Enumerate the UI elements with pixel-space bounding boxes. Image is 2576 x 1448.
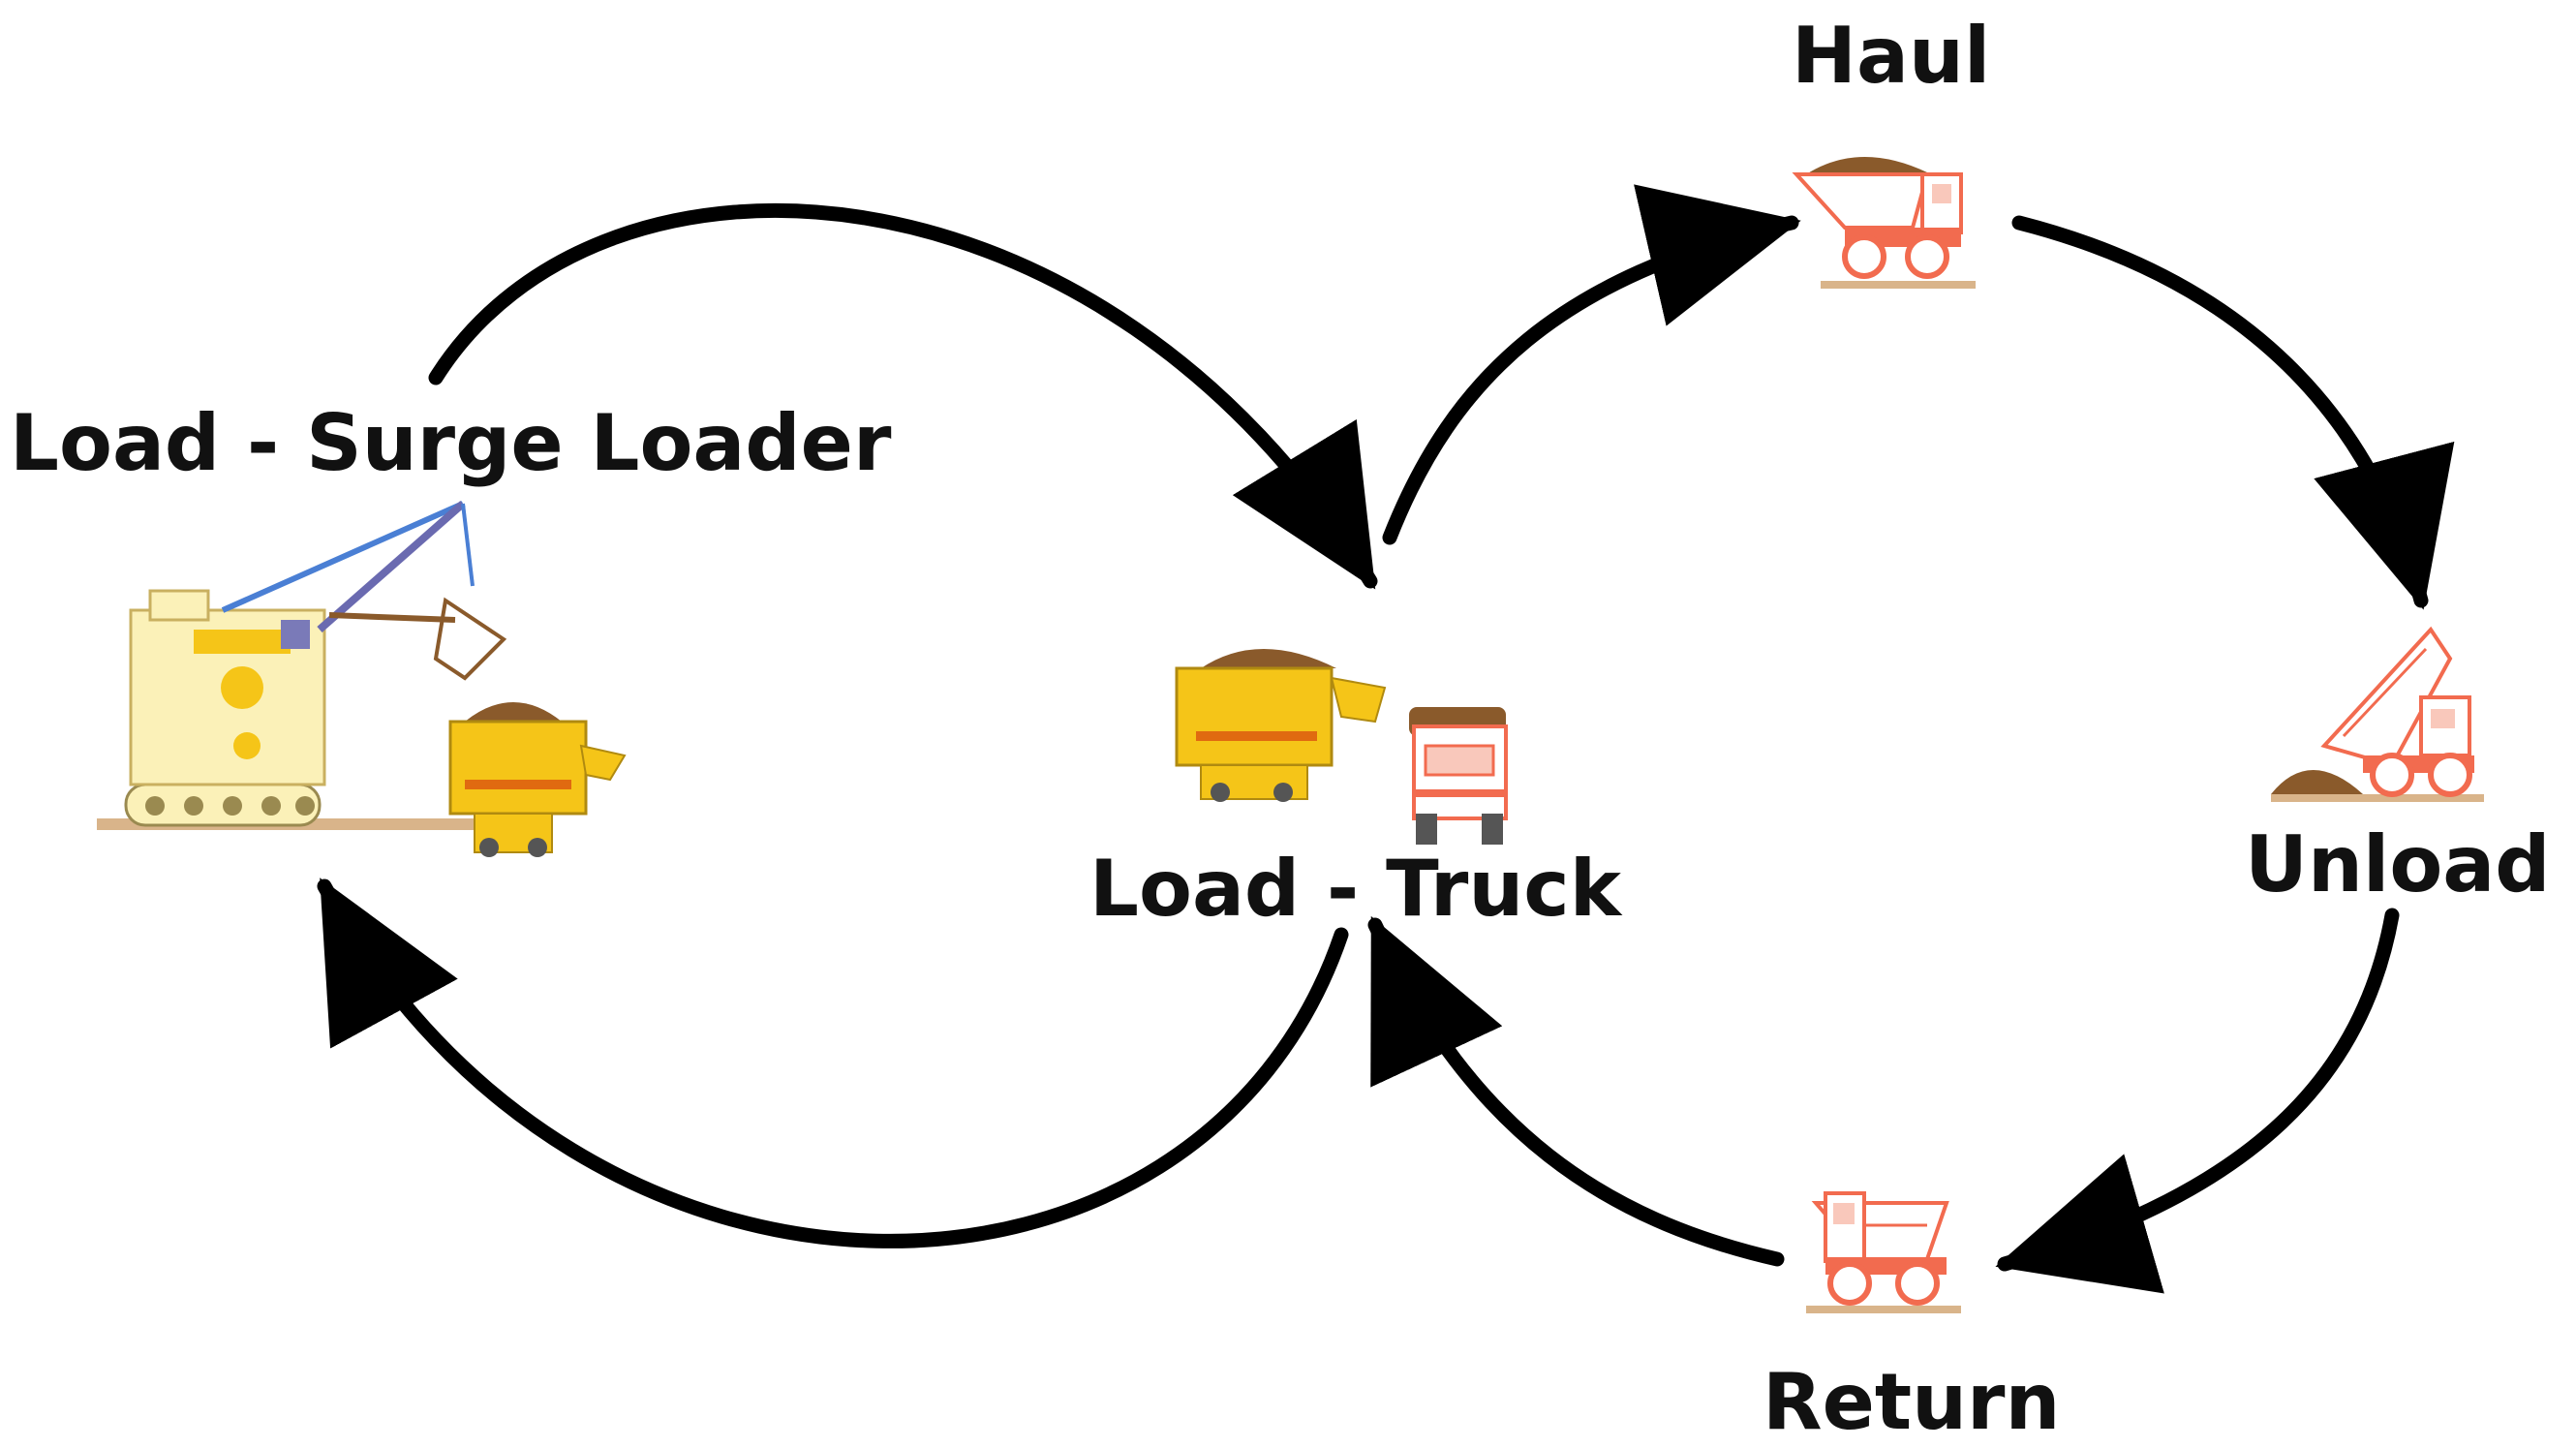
dumping-truck-icon	[2271, 626, 2484, 802]
node-unload: Unload	[2245, 626, 2551, 909]
edge-haul-to-unload	[2011, 215, 2455, 610]
label-surge-loader: Load - Surge Loader	[10, 398, 892, 488]
node-surge-loader: Load - Surge Loader	[10, 398, 892, 857]
edge-truck-load-to-haul	[1382, 184, 1801, 545]
edge-truck-load-to-surge-loader	[317, 878, 1349, 1248]
node-return: Return	[1763, 1191, 2060, 1447]
edge-return-to-truck-load	[1367, 915, 1785, 1267]
empty-truck-icon	[1806, 1191, 1961, 1313]
label-return: Return	[1763, 1357, 2060, 1447]
surge-loader-and-truck-icon	[1175, 649, 1508, 845]
node-truck-load: Load - Truck	[1089, 649, 1623, 934]
edges	[317, 184, 2455, 1294]
edge-unload-to-return	[1995, 908, 2400, 1294]
node-haul: Haul	[1792, 11, 1990, 289]
label-unload: Unload	[2245, 819, 2551, 909]
shovel-and-surge-loader-icon	[97, 500, 627, 857]
label-truck-load: Load - Truck	[1089, 844, 1623, 934]
edge-surge-loader-to-truck-load	[428, 203, 1378, 590]
loaded-haul-truck-icon	[1792, 156, 1976, 289]
label-haul: Haul	[1792, 11, 1990, 101]
